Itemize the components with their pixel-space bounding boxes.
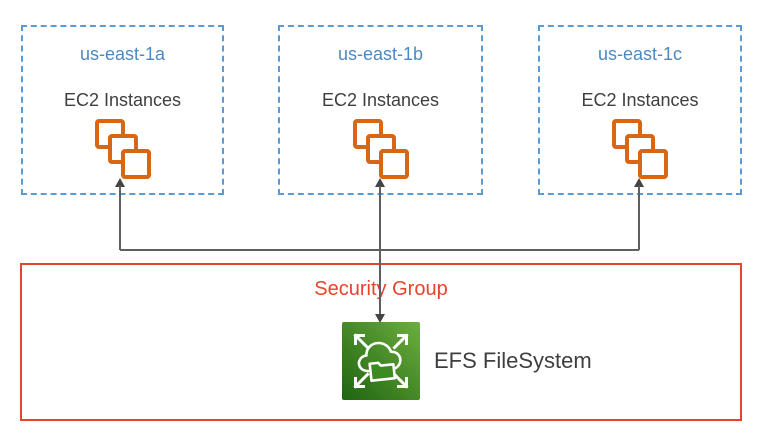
security-group-box [20, 263, 742, 421]
arrowhead-to-efs [374, 314, 385, 323]
connector-branch-right [638, 186, 640, 250]
ec2-square-icon [120, 149, 151, 179]
az-box-us-east-1b: us-east-1b EC2 Instances [278, 25, 483, 195]
arrowhead-to-ec2-b [374, 178, 385, 187]
connector-trunk [379, 186, 381, 314]
connector-branch-left [119, 186, 121, 250]
efs-label: EFS FileSystem [434, 348, 592, 373]
az-service-label: EC2 Instances [581, 90, 699, 110]
az-service-label: EC2 Instances [321, 90, 440, 110]
az-box-us-east-1a: us-east-1a EC2 Instances [21, 25, 224, 195]
az-service-label: EC2 Instances [63, 90, 182, 110]
az-title: us-east-1c [597, 44, 683, 64]
az-title: us-east-1a [79, 44, 166, 64]
az-title: us-east-1b [337, 44, 424, 64]
efs-glyph [353, 333, 409, 389]
security-group-label: Security Group [314, 278, 448, 300]
efs-label-wrap: EFS FileSystem [434, 322, 592, 400]
ec2-square-icon [638, 149, 668, 179]
ec2-instances-icon [352, 119, 409, 179]
ec2-instances-icon [94, 119, 151, 179]
ec2-instances-icon [612, 119, 668, 179]
ec2-square-icon [378, 149, 409, 179]
arrowhead-to-ec2-c [633, 178, 644, 187]
efs-icon [342, 322, 420, 400]
arrowhead-to-ec2-a [114, 178, 125, 187]
az-box-us-east-1c: us-east-1c EC2 Instances [538, 25, 742, 195]
